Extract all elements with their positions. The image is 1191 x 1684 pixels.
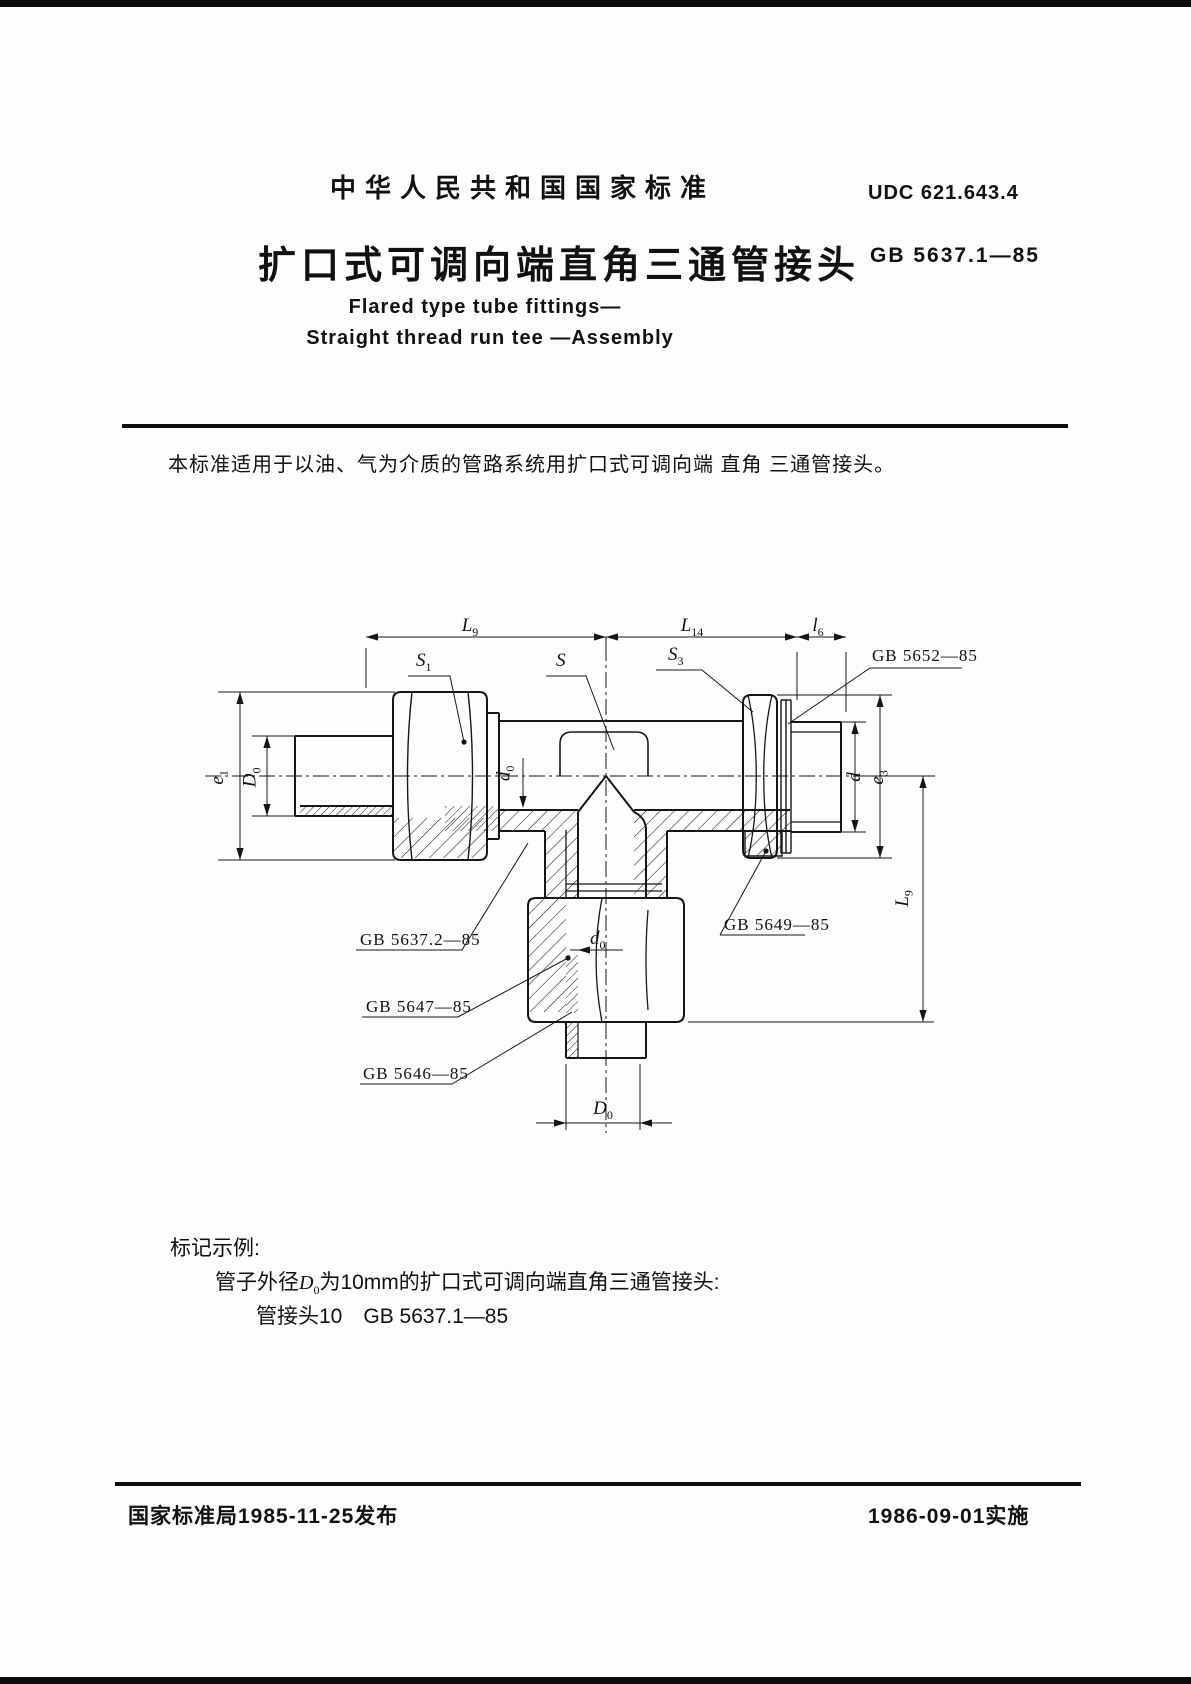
dim-L14: L14 <box>680 615 704 639</box>
udc-number: UDC 621.643.4 <box>868 182 1019 204</box>
scan-edge-bottom <box>0 1677 1191 1684</box>
footer-effective-date: 1986-09-01实施 <box>868 1505 1030 1528</box>
title-english-line1: Flared type tube fittings— <box>348 296 622 318</box>
dim-d: d <box>843 772 865 782</box>
dim-L9-top: L9 <box>461 615 479 639</box>
dim-d0-run: d0 <box>493 765 518 782</box>
part-label-gb5652: GB 5652—85 <box>872 646 978 665</box>
scope-paragraph: 本标准适用于以油、气为介质的管路系统用扩口式可调向端 直角 三通管接头。 <box>168 454 896 476</box>
scan-edge-top <box>0 0 1191 7</box>
national-standard-heading: 中华人民共和国国家标准 <box>330 173 716 203</box>
dim-L9-right: L9 <box>891 890 916 907</box>
header-divider-rule <box>122 424 1068 428</box>
dim-e3: e3 <box>866 770 891 785</box>
dim-S1: S1 <box>416 650 432 674</box>
part-label-gb5649: GB 5649—85 <box>724 915 830 934</box>
dim-e1: e1 <box>206 770 231 785</box>
example-line1: 管子外径D0为10mm的扩口式可调向端直角三通管接头: <box>215 1271 720 1297</box>
standard-code: GB 5637.1—85 <box>870 244 1040 267</box>
part-label-gb5647: GB 5647—85 <box>366 997 472 1016</box>
title-english-line2: Straight thread run tee —Assembly <box>306 327 674 349</box>
dim-S3: S3 <box>668 644 684 668</box>
part-label-gb5637-2: GB 5637.2—85 <box>360 930 481 949</box>
part-label-gb5646: GB 5646—85 <box>363 1064 469 1083</box>
footer-issue-date: 国家标准局1985-11-25发布 <box>128 1505 399 1528</box>
page-title: 扩口式可调向端直角三通管接头 <box>258 245 861 287</box>
dim-D0-bottom: D0 <box>593 1098 613 1122</box>
dim-D0-left: D0 <box>239 767 264 788</box>
example-line2: 管接头10 GB 5637.1—85 <box>256 1305 509 1328</box>
dim-l6: l6 <box>812 615 824 639</box>
dim-d0-branch: d0 <box>590 928 606 952</box>
dim-S: S <box>556 650 566 671</box>
example-heading: 标记示例: <box>170 1237 260 1260</box>
footer-divider-rule <box>115 1482 1081 1486</box>
